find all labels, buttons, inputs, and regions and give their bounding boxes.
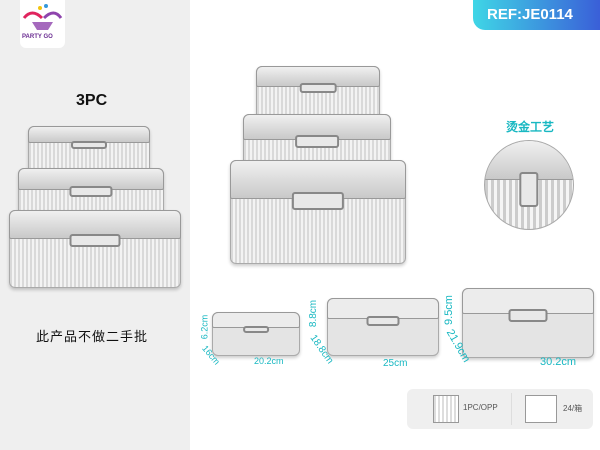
latch-icon — [519, 171, 539, 207]
latch-icon — [69, 233, 121, 248]
dim-width: 20.2cm — [254, 356, 284, 366]
latch-icon — [71, 140, 107, 150]
latch-icon — [243, 325, 269, 334]
carton-label: 24/箱 — [563, 404, 583, 413]
latch-icon — [508, 309, 548, 322]
box-large — [9, 210, 181, 288]
box-small — [28, 126, 150, 174]
brand-logo: PARTY GO — [20, 0, 65, 48]
dim-height: 9.5cm — [442, 295, 455, 325]
latch-icon — [366, 315, 400, 326]
packaging-info: 1PC/OPP 24/箱 — [407, 389, 593, 429]
left-panel: PARTY GO 3PC 此产品不做二手批 — [0, 0, 190, 450]
logo-text: PARTY GO — [22, 34, 53, 40]
stack-box-large — [230, 160, 406, 264]
latch-detail-image — [484, 140, 574, 230]
stack-box-small — [256, 66, 380, 122]
size-box-large — [462, 288, 594, 358]
ref-badge: REF:JE0114 — [473, 0, 600, 30]
dim-height: 8.8cm — [308, 299, 320, 328]
set-count: 3PC — [76, 92, 108, 109]
latch-icon — [291, 191, 345, 210]
latch-icon — [69, 186, 113, 197]
size-box-medium — [327, 298, 439, 356]
latch-icon — [295, 135, 339, 148]
dim-height: 6.2cm — [199, 314, 210, 340]
feature-label: 烫金工艺 — [506, 120, 555, 134]
mask-logo-icon — [22, 4, 63, 30]
latch-icon — [299, 83, 337, 93]
size-box-small — [212, 312, 300, 356]
carton-box-icon — [525, 395, 557, 423]
divider — [511, 393, 512, 425]
dim-width: 25cm — [383, 358, 408, 369]
notice-text: 此产品不做二手批 — [36, 329, 149, 344]
opp-bag-icon — [433, 395, 459, 423]
packaging-label: 1PC/OPP — [463, 403, 498, 412]
dim-width: 30.2cm — [540, 356, 577, 368]
